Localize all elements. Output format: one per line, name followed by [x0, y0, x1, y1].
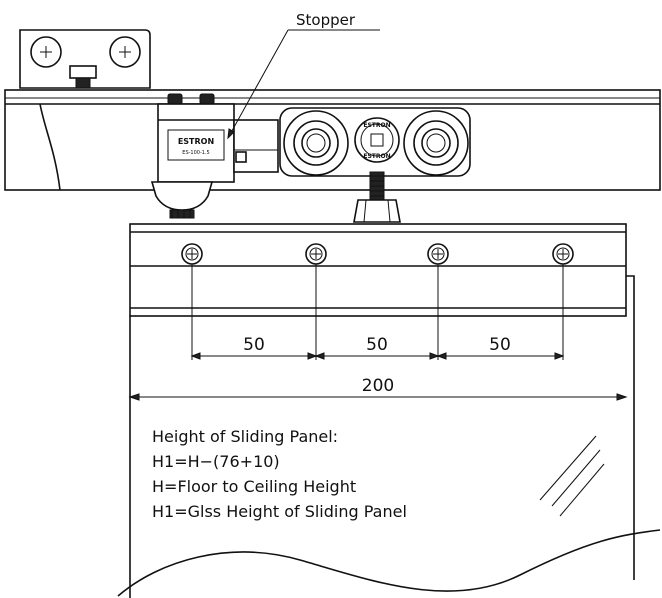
dimension-total: 200: [362, 376, 394, 396]
dimension-lines: [128, 264, 628, 401]
panel-clamp-profile: [129, 223, 635, 580]
stopper-label: Stopper: [296, 11, 356, 29]
glass-panel: [117, 316, 661, 598]
stopper-callout: [227, 29, 380, 140]
dimension-spacing-2: 50: [366, 335, 388, 355]
notes-block: Height of Sliding Panel: H1=H−(76+10) H=…: [152, 427, 407, 521]
note-line-4: H1=Glss Height of Sliding Panel: [152, 502, 407, 521]
carriage-brand-bottom-text: ESTRON: [363, 153, 390, 160]
note-line-1: Height of Sliding Panel:: [152, 427, 338, 446]
carriage-brand-top-text: ESTRON: [363, 122, 390, 129]
stopper-code-text: ES-100-1.5: [182, 150, 209, 156]
stopper-brand-text: ESTRON: [178, 137, 214, 146]
stopper-block: ESTRON ES-100-1.5: [150, 93, 279, 219]
dimension-spacing-3: 50: [489, 335, 511, 355]
roller-carriage: ESTRON ESTRON: [279, 107, 471, 223]
note-line-2: H1=H−(76+10): [152, 452, 280, 471]
wall-bracket: [19, 29, 151, 89]
note-line-3: H=Floor to Ceiling Height: [152, 477, 356, 496]
dimension-spacing-1: 50: [243, 335, 265, 355]
